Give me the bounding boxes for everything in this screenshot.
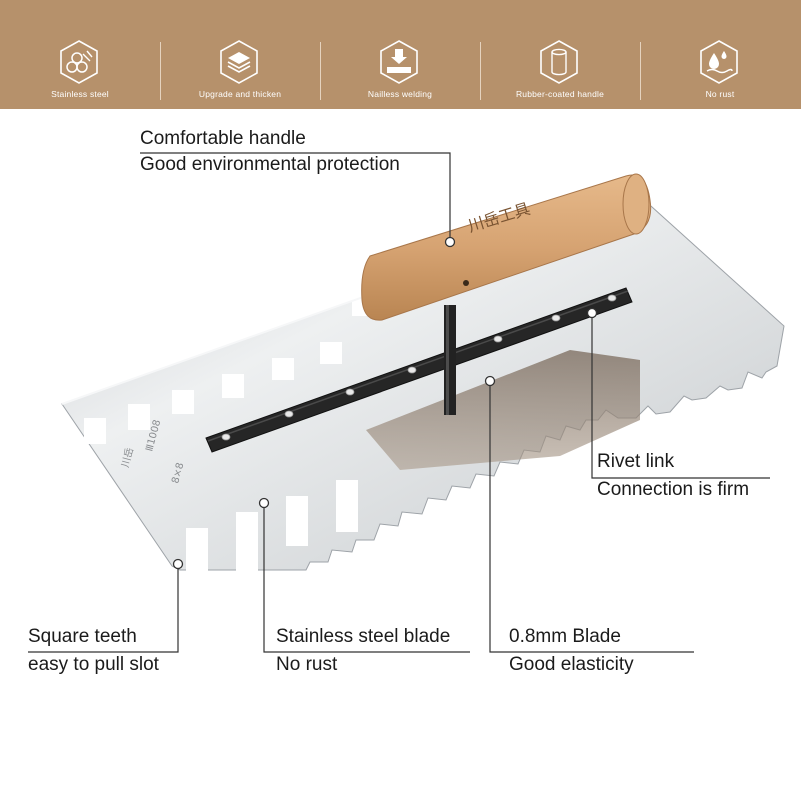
feature-label: Stainless steel <box>51 89 109 99</box>
callout-rivet-title: Rivet link <box>597 451 675 472</box>
wood-logs-icon <box>60 40 98 84</box>
callout-teeth-detail: easy to pull slot <box>28 654 159 675</box>
callout-steel-title: Stainless steel blade <box>276 626 451 647</box>
feature-label: No rust <box>705 89 735 99</box>
callout-rivet-detail: Connection is firm <box>597 479 750 500</box>
callout-blade-detail: Good elasticity <box>509 654 634 675</box>
callout-handle-detail: Good environmental protection <box>140 154 400 175</box>
layers-icon <box>220 40 258 84</box>
feature-label: Rubber-coated handle <box>515 89 605 99</box>
roll-icon <box>540 40 578 84</box>
callout-teeth-title: Square teeth <box>28 626 137 647</box>
callout-lines <box>28 152 770 653</box>
rivet-rail <box>205 287 633 453</box>
square-teeth <box>84 342 358 574</box>
blade-stamp-brand: 川岳 <box>119 446 136 468</box>
feature-rubber-coated-handle: Rubber-coated handle <box>480 0 640 109</box>
feature-label: Nailless welding <box>367 89 433 99</box>
callout-handle-title: Comfortable handle <box>140 128 306 149</box>
callout-handle: Comfortable handle Good environmental pr… <box>140 126 400 178</box>
feature-upgrade-thicken: Upgrade and thicken <box>160 0 320 109</box>
feature-divider <box>640 42 641 100</box>
feature-label: Upgrade and thicken <box>198 89 282 99</box>
feature-divider <box>320 42 321 100</box>
callout-teeth: Square teeth easy to pull slot <box>28 624 159 678</box>
callout-blade-title: 0.8mm Blade <box>509 626 621 647</box>
handle-shadow <box>366 350 640 470</box>
handle-stem <box>444 305 456 415</box>
press-down-icon <box>380 40 418 84</box>
callout-dots <box>172 236 598 570</box>
callout-steel-detail: No rust <box>276 654 338 675</box>
feature-no-rust: No rust <box>640 0 800 109</box>
feature-divider <box>160 42 161 100</box>
feature-divider <box>480 42 481 100</box>
rivets <box>221 294 617 441</box>
wooden-handle: 川岳工具 <box>361 173 652 321</box>
feature-nailless-welding: Nailless welding <box>320 0 480 109</box>
feature-stainless-steel: Stainless steel <box>0 0 160 109</box>
callout-steel: Stainless steel blade No rust <box>276 624 450 678</box>
water-drop-icon <box>700 40 738 84</box>
callout-rivet: Rivet link Connection is firm <box>597 449 749 503</box>
feature-banner: Stainless steel Upgrade and thicken Nail… <box>0 0 801 109</box>
callout-blade: 0.8mm Blade Good elasticity <box>509 624 634 678</box>
blade-stamp-size: 8×8 <box>170 462 186 485</box>
trowel-illustration: 川岳 Ⅲ1008 8×8 川岳工具 <box>28 152 785 653</box>
